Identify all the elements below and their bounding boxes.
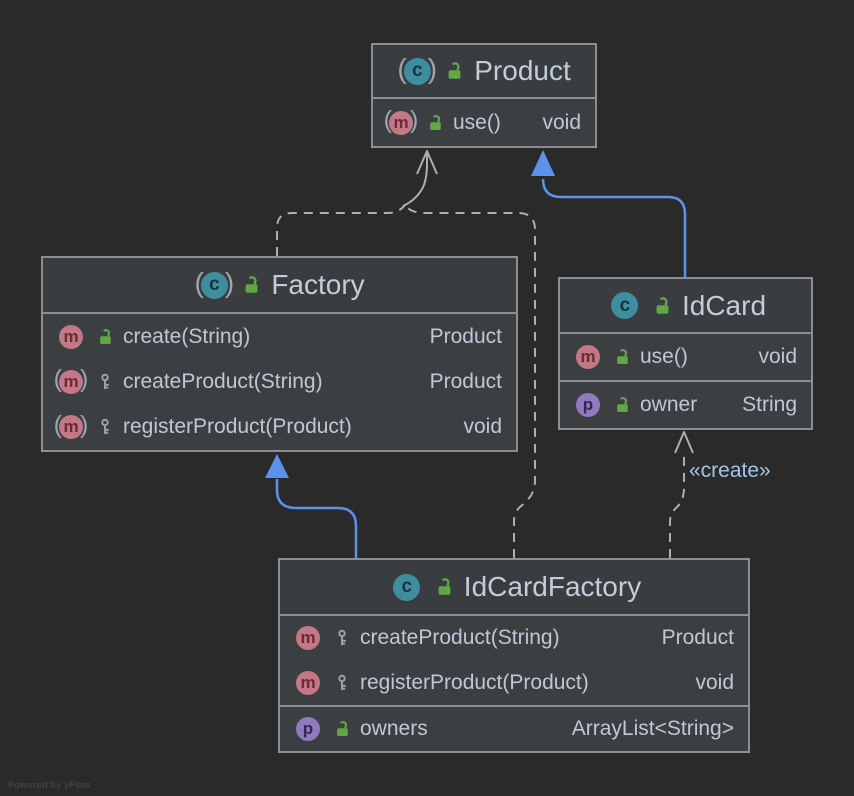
public-lock-icon	[444, 61, 464, 81]
yfiles-watermark: Powered by yFiles	[8, 780, 91, 791]
protected-key-icon	[333, 629, 351, 647]
member-type: void	[758, 345, 797, 368]
class-node-idcardfactory[interactable]: c IdCardFactory m createProduct(String) …	[278, 558, 750, 753]
abstract-marker: (	[383, 106, 392, 134]
edge-factory-product-dependency[interactable]	[276, 204, 406, 256]
member-type: void	[542, 110, 581, 134]
member-type: ArrayList<String>	[571, 716, 734, 740]
abstract-marker: (	[397, 53, 407, 84]
public-lock-icon	[333, 720, 351, 738]
methods-compartment: m use() void	[560, 334, 811, 380]
public-lock-icon	[434, 577, 454, 597]
member-name: registerProduct(Product)	[360, 670, 589, 694]
member-row[interactable]: (m) registerProduct(Product) void	[43, 405, 516, 450]
fields-compartment: p owners ArrayList<String>	[280, 704, 748, 751]
method-icon: m	[576, 345, 600, 369]
abstract-marker: (	[53, 365, 62, 394]
property-icon: p	[296, 716, 320, 741]
methods-compartment: m create(String) Product (m) createProdu…	[43, 314, 516, 450]
member-row[interactable]: m create(String) Product	[43, 314, 516, 359]
abstract-marker: )	[427, 53, 438, 84]
class-node-idcard[interactable]: c IdCard m use() void p	[558, 277, 813, 430]
edge-idcard-product-realization[interactable]	[531, 150, 687, 277]
public-lock-icon	[613, 396, 631, 414]
member-name: createProduct(String)	[360, 626, 560, 650]
method-icon: m	[296, 626, 320, 651]
member-row[interactable]: m createProduct(String) Product	[280, 616, 748, 660]
abstract-marker: )	[410, 106, 419, 134]
edge-idcardfactory-idcard-create[interactable]: «create»	[669, 431, 771, 558]
member-type: void	[695, 670, 734, 694]
class-title: Product	[474, 55, 571, 86]
member-row[interactable]: p owners ArrayList<String>	[280, 707, 748, 751]
method-icon: m	[59, 415, 83, 440]
class-header[interactable]: (c) Product	[373, 45, 595, 99]
method-icon: m	[59, 324, 83, 349]
member-name: createProduct(String)	[123, 369, 323, 393]
method-icon: m	[59, 369, 83, 394]
method-icon: m	[296, 670, 320, 695]
member-name: use()	[453, 110, 501, 134]
member-type: void	[463, 415, 502, 439]
member-type: Product	[429, 369, 502, 393]
public-lock-icon	[241, 275, 261, 295]
protected-key-icon	[96, 373, 114, 391]
class-node-factory[interactable]: (c) Factory m create(String) Product (m)	[41, 256, 518, 452]
public-lock-icon	[426, 114, 444, 132]
edge-label-create: «create»	[689, 459, 771, 482]
class-title: IdCardFactory	[463, 571, 642, 602]
method-icon: m	[389, 110, 413, 135]
abstract-marker: )	[224, 267, 235, 298]
member-type: String	[742, 393, 797, 416]
abstract-marker: )	[80, 365, 89, 394]
class-header[interactable]: (c) Factory	[43, 258, 516, 314]
member-name: use()	[640, 345, 688, 368]
class-header[interactable]: c IdCardFactory	[280, 560, 748, 616]
edge-idcardfactory-product-dependency[interactable]	[404, 204, 536, 558]
interface-icon: c	[200, 271, 228, 299]
abstract-marker: )	[80, 410, 89, 439]
public-lock-icon	[96, 328, 114, 346]
member-row[interactable]: m registerProduct(Product) void	[280, 660, 748, 704]
member-name: owner	[640, 393, 698, 416]
protected-key-icon	[333, 674, 351, 692]
class-header[interactable]: c IdCard	[560, 279, 811, 334]
abstract-marker: (	[53, 410, 62, 439]
member-row[interactable]: p owner String	[560, 382, 811, 428]
protected-key-icon	[96, 418, 114, 436]
fields-compartment: p owner String	[560, 380, 811, 428]
member-name: owners	[360, 716, 428, 740]
class-icon: c	[611, 292, 639, 319]
member-type: Product	[429, 324, 502, 348]
class-title: Factory	[271, 269, 365, 300]
methods-compartment: (m) use() void	[373, 99, 595, 146]
public-lock-icon	[652, 296, 672, 316]
abstract-marker: (	[194, 267, 204, 298]
dependency-arrowhead-product	[402, 150, 438, 207]
member-row[interactable]: m use() void	[560, 334, 811, 380]
edge-idcardfactory-factory-generalization[interactable]	[265, 454, 358, 558]
member-row[interactable]: (m) createProduct(String) Product	[43, 359, 516, 404]
class-icon: c	[393, 573, 421, 601]
property-icon: p	[576, 393, 600, 417]
member-type: Product	[661, 626, 734, 650]
methods-compartment: m createProduct(String) Product m regist…	[280, 616, 748, 705]
member-row[interactable]: (m) use() void	[373, 99, 595, 146]
class-node-product[interactable]: (c) Product (m) use() void	[371, 43, 597, 148]
class-title: IdCard	[681, 289, 767, 321]
member-name: registerProduct(Product)	[123, 415, 352, 439]
member-name: create(String)	[123, 324, 251, 348]
public-lock-icon	[613, 348, 631, 366]
interface-icon: c	[403, 57, 431, 85]
